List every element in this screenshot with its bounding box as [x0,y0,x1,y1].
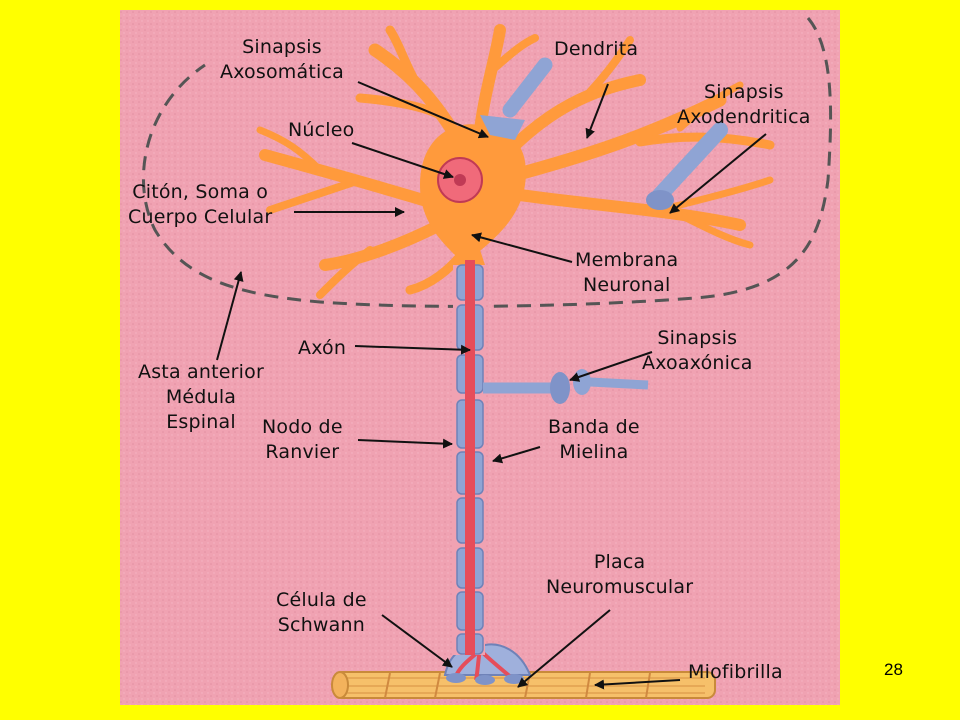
arrow-sinapsis-axosomatica [357,81,489,139]
label-axon: Axón [298,337,347,359]
arrow-axon [354,344,471,355]
label-sinapsis-axodendritica: Sinapsis Axodendritica [677,81,811,128]
label-placa-neuromuscular: Placa Neuromuscular [546,551,694,598]
spinal-cord-boundary [142,17,833,308]
arrow-celula-schwann [381,614,453,668]
label-membrana: Membrana Neuronal [575,249,679,296]
label-banda-mielina: Banda de Mielina [548,416,640,463]
label-celula-schwann: Célula de Schwann [276,589,367,636]
arrow-membrana [471,232,573,263]
arrow-dendrita [585,83,609,139]
arrow-miofibrilla [594,679,681,690]
axodendritic-synapse [646,122,728,210]
arrow-placa [517,609,611,688]
arrow-banda [492,446,541,464]
arrow-nucleo [351,142,454,179]
arrow-asta [216,271,244,361]
label-nucleo: Núcleo [288,119,355,141]
arrow-sinapsis-axoaxonica [569,351,653,382]
arrow-sinapsis-axodendritica [669,133,767,214]
axosomatic-synapse [480,57,553,140]
neuron-illustration [120,10,840,705]
axon [453,260,485,655]
label-nodo-ranvier: Nodo de Ranvier [262,416,343,463]
label-miofibrilla: Miofibrilla [688,661,783,683]
slide-number: 28 [884,660,903,679]
label-asta-anterior: Asta anterior Médula Espinal [138,361,264,433]
label-sinapsis-axoaxonica: Sinapsis Axoaxónica [642,327,753,374]
label-dendrita: Dendrita [554,38,639,60]
label-citon: Citón, Soma o Cuerpo Celular [128,181,273,228]
arrow-nodo [357,438,453,449]
label-sinapsis-axosomatica: Sinapsis Axosomática [220,36,344,83]
diagram-panel: Sinapsis Axosomática Dendrita Sinapsis A… [120,10,840,705]
